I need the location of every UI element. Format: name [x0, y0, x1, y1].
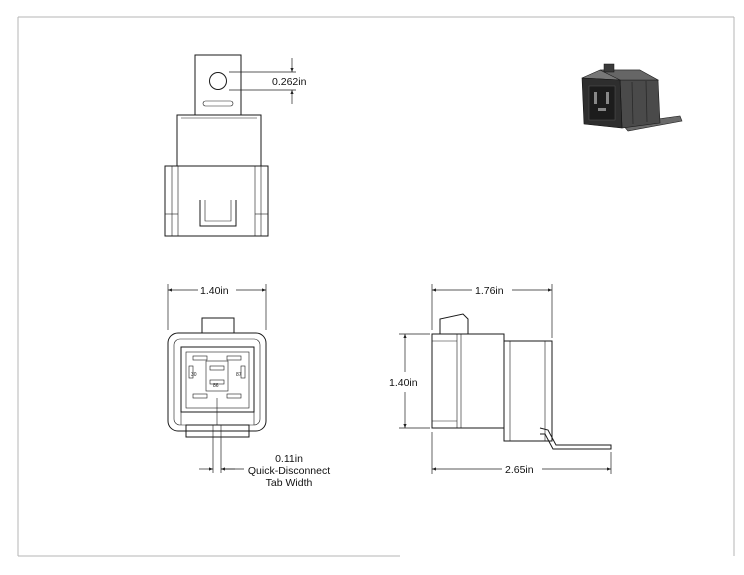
svg-text:87: 87: [236, 372, 242, 378]
dim-label-tab-width-line1: Quick-Disconnect: [248, 465, 330, 477]
top-view: [164, 54, 269, 237]
dim-label-side-height: 1.40in: [389, 377, 418, 389]
mounting-hole: [209, 72, 227, 90]
dim-label-overall-length: 2.65in: [505, 464, 534, 476]
svg-text:86: 86: [213, 383, 219, 389]
dim-label-tab-width-line2: Tab Width: [266, 477, 313, 489]
dimension-tab-width: 0.11in Quick-Disconnect Tab Width: [199, 437, 330, 489]
relay-isometric-render: [581, 63, 683, 132]
dimension-hole-diameter: 0.262in: [229, 58, 307, 104]
dim-label-hole: 0.262in: [272, 76, 307, 88]
svg-text:30: 30: [191, 372, 197, 378]
drawing-frame: [17, 16, 735, 557]
dimension-overall-length: 2.65in: [431, 432, 612, 476]
dimension-side-height: 1.40in: [389, 333, 430, 429]
dimension-side-depth: 1.76in: [431, 284, 553, 338]
dim-label-tab-width-value: 0.11in: [275, 453, 303, 465]
dimension-front-width: 1.40in: [167, 284, 267, 330]
dim-label-front-width: 1.40in: [200, 285, 229, 297]
side-view: [431, 313, 612, 450]
front-view: 86 30 87: [167, 317, 267, 438]
dim-label-side-depth: 1.76in: [475, 285, 504, 297]
